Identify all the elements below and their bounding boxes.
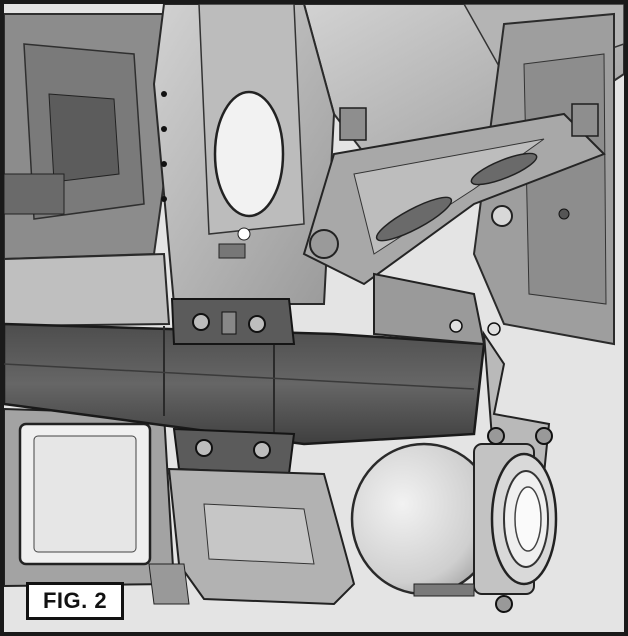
bumper-beam bbox=[4, 322, 486, 446]
diagonal-strut bbox=[302, 103, 606, 286]
figure-label: FIG. 2 bbox=[26, 582, 124, 620]
lower-support-bracket bbox=[148, 467, 356, 606]
left-lower-panel bbox=[4, 252, 176, 588]
vehicle-front-structure-illustration bbox=[4, 4, 624, 632]
center-pillar-bracket bbox=[152, 4, 336, 305]
fog-lamp bbox=[350, 427, 558, 613]
